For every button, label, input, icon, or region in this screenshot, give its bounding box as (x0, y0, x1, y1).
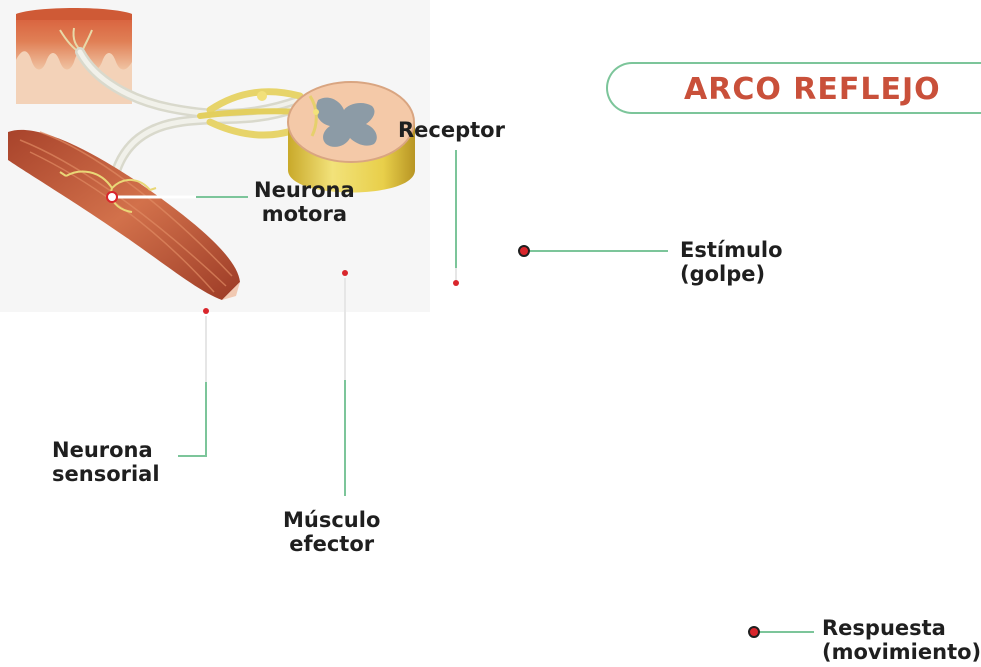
label-respuesta: Respuesta (movimiento) (822, 616, 981, 664)
label-neurona-motora: Neurona motora (254, 178, 355, 226)
marker-musculo (342, 270, 348, 276)
label-estimulo: Estímulo (golpe) (680, 238, 783, 286)
marker-receptor (453, 280, 459, 286)
label-receptor: Receptor (398, 118, 505, 142)
label-musculo-efector: Músculo efector (283, 508, 380, 556)
label-neurona-sensorial: Neurona sensorial (52, 438, 160, 486)
marker-respuesta (749, 627, 759, 637)
diagram-title: ARCO REFLEJO (684, 72, 941, 107)
marker-estimulo (519, 246, 529, 256)
marker-sensorial (203, 308, 209, 314)
spinal-cord (288, 82, 415, 193)
